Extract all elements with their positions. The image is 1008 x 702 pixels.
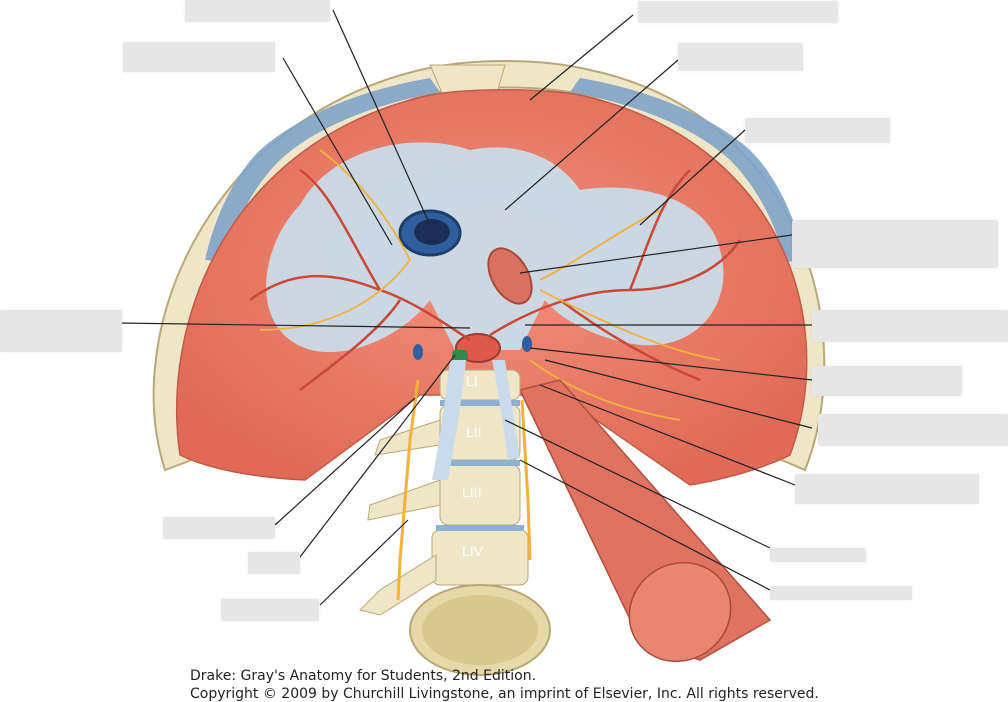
- label-box-16: [221, 599, 319, 621]
- left-crus: [492, 360, 520, 460]
- label-box-6: [792, 220, 998, 268]
- vertebra-label-1: LI: [466, 373, 478, 389]
- phrenic-arteries: [249, 168, 742, 391]
- esophageal-opening: [487, 247, 533, 305]
- label-box-1: [185, 0, 330, 22]
- psoas-cut-end: [628, 561, 732, 663]
- label-box-13: [770, 586, 912, 600]
- central-tendon: [266, 142, 724, 353]
- vertebra-label-2: LII: [466, 424, 482, 440]
- label-box-7: [0, 310, 122, 352]
- label-box-11: [795, 474, 979, 504]
- label-box-8: [812, 310, 1008, 342]
- label-box-12: [770, 548, 866, 562]
- thoracic-duct: [452, 350, 468, 362]
- right-crus: [432, 360, 466, 480]
- label-box-14: [163, 517, 275, 539]
- costal-cartilage-right: [570, 78, 805, 262]
- label-box-10: [818, 414, 1008, 446]
- caval-opening-inner: [414, 219, 450, 245]
- label-box-9: [812, 366, 962, 396]
- caption-line-2: Copyright © 2009 by Churchill Livingston…: [190, 686, 819, 702]
- vertebra-label-4: LIV: [462, 543, 484, 559]
- label-box-3: [638, 1, 838, 23]
- vertebral-column: [359, 369, 551, 676]
- sympathetic-trunk: [396, 379, 532, 601]
- vertebra-label-3: LIII: [462, 484, 481, 500]
- caption-line-1: Drake: Gray's Anatomy for Students, 2nd …: [190, 668, 537, 684]
- label-box-15: [248, 552, 300, 574]
- azygos-vein: [413, 344, 423, 360]
- hemiazygos-vein: [522, 336, 532, 352]
- label-box-4: [678, 43, 803, 71]
- phrenic-nerves: [259, 149, 721, 421]
- label-box-5: [745, 118, 890, 143]
- label-box-2: [123, 42, 275, 72]
- leader-lines: [119, 9, 813, 606]
